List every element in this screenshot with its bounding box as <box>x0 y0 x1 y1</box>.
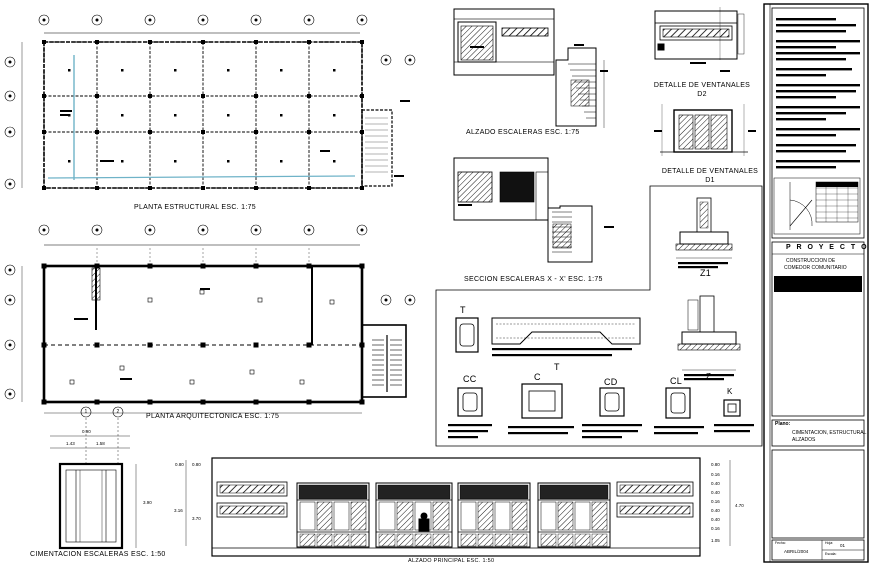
beam-t-label: T <box>554 362 560 372</box>
stair-foundation <box>50 406 137 550</box>
stair-foundation-title: CIMENTACION ESCALERAS ESC. 1:50 <box>30 551 166 558</box>
dim-elev-right-8: 0.16 <box>711 526 720 531</box>
plan-name-line2: ALZADOS <box>792 437 816 443</box>
dim-foundation-height: 3.90 <box>143 500 152 505</box>
main-elevation-title: ALZADO PRINCIPAL ESC. 1:50 <box>408 558 495 564</box>
dim-elev-right-6: 0.40 <box>711 508 720 513</box>
structural-plan <box>42 32 393 190</box>
section-cl-label: CL <box>670 376 683 386</box>
section-c-label: C <box>534 372 541 382</box>
dim-elev-right-9: 1.05 <box>711 538 720 543</box>
sheet-label: Hoja: <box>825 541 834 545</box>
dim-elev-left-4: 3.70 <box>192 516 201 521</box>
window-detail-d2-code: D2 <box>697 91 707 98</box>
dim-elev-right-5: 0.16 <box>711 499 720 504</box>
dim-elev-left-3: 3.16 <box>174 508 183 513</box>
section-k-label: K <box>727 387 733 396</box>
dim-elev-right-2: 0.16 <box>711 472 720 477</box>
title-block <box>763 3 869 563</box>
window-detail-d2-title: DETALLE DE VENTANALES <box>653 82 751 89</box>
dim-elev-right-3: 0.40 <box>711 481 720 486</box>
dim-elev-left-2: 0.80 <box>192 462 201 467</box>
plan-label: Plano: <box>775 421 791 427</box>
plan-name-line1: CIMENTACION, ESTRUCTURAL <box>792 430 867 436</box>
architectural-plan <box>41 117 407 405</box>
sheet-value: 01 <box>840 543 846 548</box>
structural-details <box>435 185 763 447</box>
footing-z-label: Z <box>706 372 712 381</box>
window-detail-d1-code: D1 <box>705 177 715 184</box>
axis-1-label: 1 <box>84 409 88 415</box>
dim-foundation-top: 0.90 <box>82 429 91 434</box>
dim-elev-right-1: 0.80 <box>711 462 720 467</box>
dim-elev-right-4: 0.40 <box>711 490 720 495</box>
footing-z1-label: Z1 <box>700 268 712 278</box>
date-value: ABRIL/2004 <box>784 549 809 554</box>
dim-elev-right-7: 0.40 <box>711 517 720 522</box>
dim-elev-total: 4.70 <box>735 503 744 508</box>
date-label: Fecha: <box>775 541 786 545</box>
architectural-plan-title: PLANTA ARQUITECTONICA ESC. 1:75 <box>146 413 280 420</box>
stair-elevation <box>453 8 605 128</box>
window-detail-d1-title: DETALLE DE VENTANALES <box>661 168 759 175</box>
section-t-label: T <box>460 305 466 315</box>
dim-foundation-left: 1.43 <box>66 441 75 446</box>
main-elevation <box>185 457 731 557</box>
section-cd-label: CD <box>604 377 618 387</box>
stair-section-title: SECCION ESCALERAS X - X' ESC. 1:75 <box>464 276 603 283</box>
stair-section <box>453 157 593 263</box>
window-detail-d1 <box>660 104 748 156</box>
dim-foundation-right: 1.58 <box>96 441 105 446</box>
scale-label: Escala: <box>825 552 837 556</box>
stair-elevation-title: ALZADO ESCALERAS ESC. 1:75 <box>466 129 580 136</box>
section-cc-label: CC <box>463 374 477 384</box>
project-name-line1: CONSTRUCCION DE <box>786 258 836 264</box>
window-detail-d2 <box>654 7 745 60</box>
structural-plan-title: PLANTA ESTRUCTURAL ESC. 1:75 <box>134 204 256 211</box>
project-name-line2: COMEDOR COMUNITARIO <box>784 265 847 271</box>
project-label: P R O Y E C T O <box>786 244 869 251</box>
axis-2-label: 2 <box>116 409 120 415</box>
dim-elev-left-1: 0.80 <box>175 462 184 467</box>
